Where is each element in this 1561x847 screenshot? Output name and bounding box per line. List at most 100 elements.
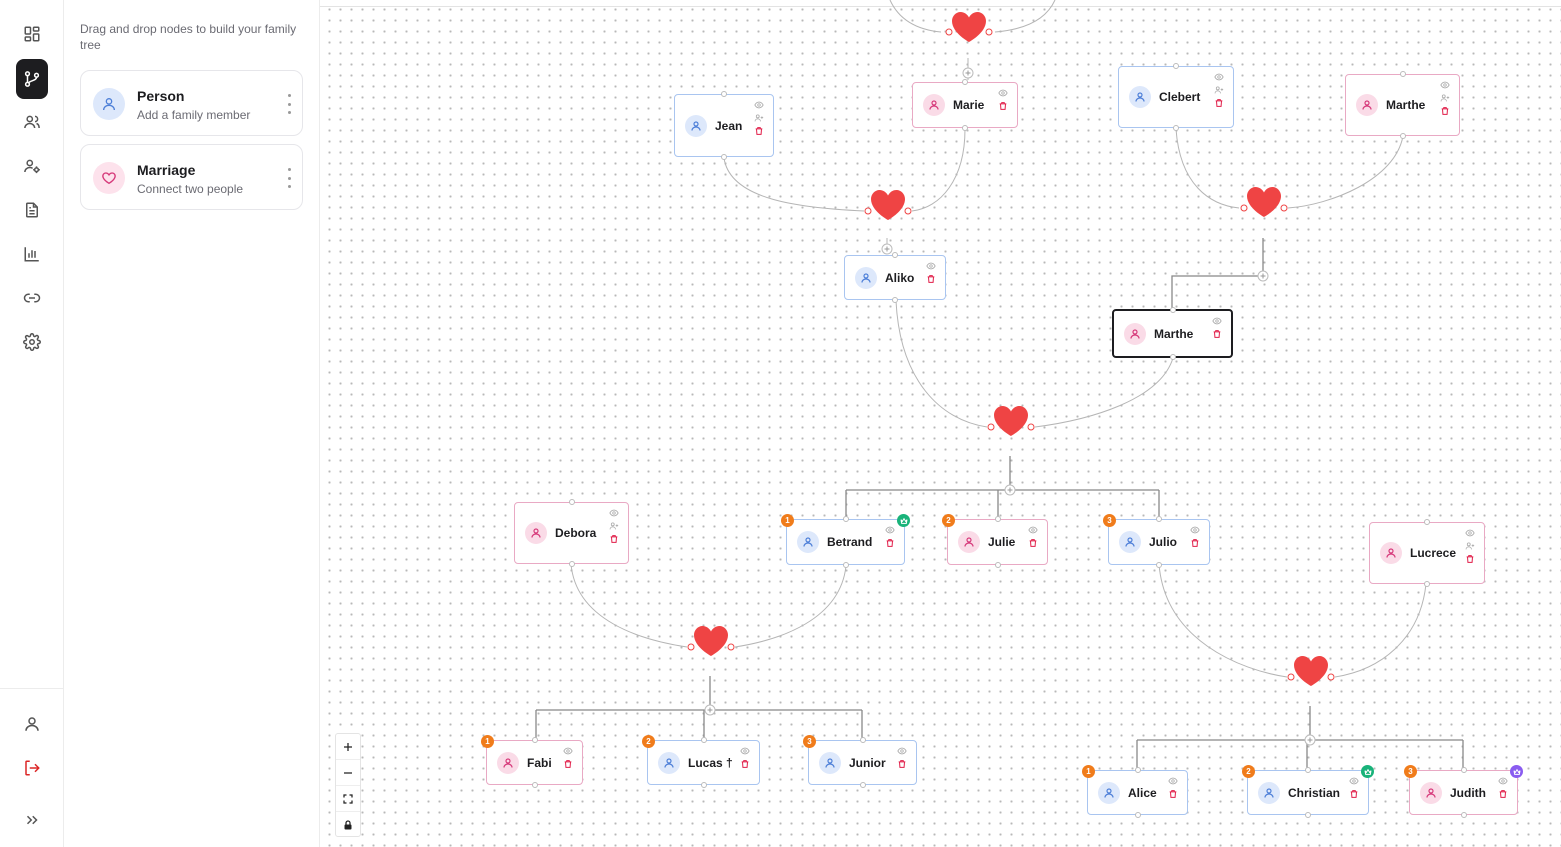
heart-icon	[694, 626, 728, 656]
trash-icon[interactable]	[1465, 554, 1475, 564]
trash-icon[interactable]	[897, 759, 907, 769]
trash-icon[interactable]	[563, 759, 573, 769]
person-node[interactable]: 3 Julio	[1103, 514, 1210, 568]
eye-icon[interactable]	[563, 746, 573, 756]
eye-icon[interactable]	[1190, 525, 1200, 535]
logout-button[interactable]	[16, 752, 48, 784]
eye-icon[interactable]	[1498, 776, 1508, 786]
marriage-node[interactable]	[864, 184, 912, 228]
eye-icon[interactable]	[897, 746, 907, 756]
add-partner-icon[interactable]	[1465, 541, 1475, 551]
trash-icon[interactable]	[926, 274, 936, 284]
nav-documents-button[interactable]	[16, 194, 48, 226]
add-partner-icon[interactable]	[1440, 93, 1450, 103]
person-node[interactable]: Jean	[674, 91, 774, 160]
trash-icon[interactable]	[1349, 789, 1359, 799]
palette-person-node[interactable]: Person Add a family member	[80, 70, 303, 136]
palette-item-title: Person	[137, 88, 185, 104]
person-node-selected[interactable]: Marthe	[1112, 307, 1233, 360]
person-node[interactable]: 2 Christian	[1242, 765, 1374, 818]
family-tree-canvas[interactable]: Marie Jean Clebert Marthe Aliko	[320, 0, 1561, 847]
trash-icon[interactable]	[1028, 538, 1038, 548]
palette-marriage-node[interactable]: Marriage Connect two people	[80, 144, 303, 210]
expand-sidebar-button[interactable]	[16, 804, 48, 836]
person-node[interactable]: 2 Lucas †	[642, 735, 760, 788]
users-icon	[24, 115, 40, 129]
heart-icon	[1247, 187, 1281, 217]
marriage-node[interactable]	[1287, 650, 1335, 694]
person-node[interactable]: 3 Junior	[803, 735, 917, 788]
eye-icon[interactable]	[609, 508, 619, 518]
fit-view-button[interactable]	[336, 786, 360, 812]
trash-icon[interactable]	[1168, 789, 1178, 799]
trash-icon[interactable]	[740, 759, 750, 769]
eye-icon[interactable]	[1440, 80, 1450, 90]
add-partner-icon[interactable]	[754, 113, 764, 123]
marriage-node[interactable]	[687, 620, 735, 664]
nav-family-tree-button[interactable]	[16, 59, 48, 99]
eye-icon[interactable]	[1168, 776, 1178, 786]
trash-icon[interactable]	[1440, 106, 1450, 116]
person-node[interactable]: Aliko	[844, 252, 946, 303]
zoom-out-button[interactable]	[336, 760, 360, 786]
marriage-node[interactable]	[1240, 181, 1288, 225]
drag-handle-icon[interactable]	[286, 94, 292, 114]
zoom-controls	[335, 733, 361, 837]
link-icon	[23, 293, 41, 303]
nav-members-button[interactable]	[16, 106, 48, 138]
trash-icon[interactable]	[754, 126, 764, 136]
eye-icon[interactable]	[1212, 316, 1222, 326]
user-icon	[958, 531, 980, 553]
node-palette: Drag and drop nodes to build your family…	[64, 0, 320, 847]
git-branch-icon	[24, 71, 40, 87]
trash-icon[interactable]	[1498, 789, 1508, 799]
trash-icon[interactable]	[1214, 98, 1224, 108]
nav-links-button[interactable]	[16, 282, 48, 314]
eye-icon[interactable]	[1349, 776, 1359, 786]
zoom-in-button[interactable]	[336, 734, 360, 760]
eye-icon[interactable]	[926, 261, 936, 271]
eye-icon[interactable]	[998, 88, 1008, 98]
eye-icon[interactable]	[754, 100, 764, 110]
nav-user-settings-button[interactable]	[16, 150, 48, 182]
person-name: Junior	[849, 755, 886, 770]
person-node[interactable]: Debora	[514, 499, 629, 567]
add-partner-icon[interactable]	[609, 521, 619, 531]
nav-statistics-button[interactable]	[16, 238, 48, 270]
person-node[interactable]: Lucrece	[1369, 519, 1485, 587]
eye-icon[interactable]	[1214, 72, 1224, 82]
person-node[interactable]: 1 Betrand	[781, 514, 910, 568]
person-node[interactable]: Marie	[912, 79, 1018, 131]
eye-icon[interactable]	[1028, 525, 1038, 535]
trash-icon[interactable]	[998, 101, 1008, 111]
heart-icon	[93, 162, 125, 194]
add-partner-icon[interactable]	[1214, 85, 1224, 95]
edge	[1334, 583, 1427, 678]
marriage-node[interactable]	[945, 6, 993, 50]
trash-icon[interactable]	[609, 534, 619, 544]
person-node[interactable]: 1 Fabi	[481, 735, 583, 788]
eye-icon[interactable]	[885, 525, 895, 535]
person-node[interactable]: 2 Julie	[942, 514, 1048, 568]
nav-profile-button[interactable]	[16, 708, 48, 740]
marriage-node[interactable]	[987, 400, 1035, 444]
trash-icon[interactable]	[1190, 538, 1200, 548]
person-node[interactable]: 1 Alice	[1082, 765, 1188, 818]
birth-order-badge: 1	[1082, 765, 1095, 778]
user-icon	[1119, 531, 1141, 553]
nav-dashboard-button[interactable]	[16, 18, 48, 50]
drag-handle-icon[interactable]	[286, 168, 292, 188]
person-name: Aliko	[885, 270, 915, 285]
person-node[interactable]: Clebert	[1118, 63, 1234, 131]
person-node[interactable]: Marthe	[1345, 71, 1460, 139]
birth-order-badge: 1	[781, 514, 794, 527]
trash-icon[interactable]	[885, 538, 895, 548]
lock-button[interactable]	[336, 812, 360, 838]
trash-icon[interactable]	[1212, 329, 1222, 339]
eye-icon[interactable]	[740, 746, 750, 756]
person-node[interactable]: 3 Judith	[1404, 765, 1523, 818]
nav-settings-button[interactable]	[16, 326, 48, 358]
canvas-top-border	[320, 6, 1561, 7]
eye-icon[interactable]	[1465, 528, 1475, 538]
